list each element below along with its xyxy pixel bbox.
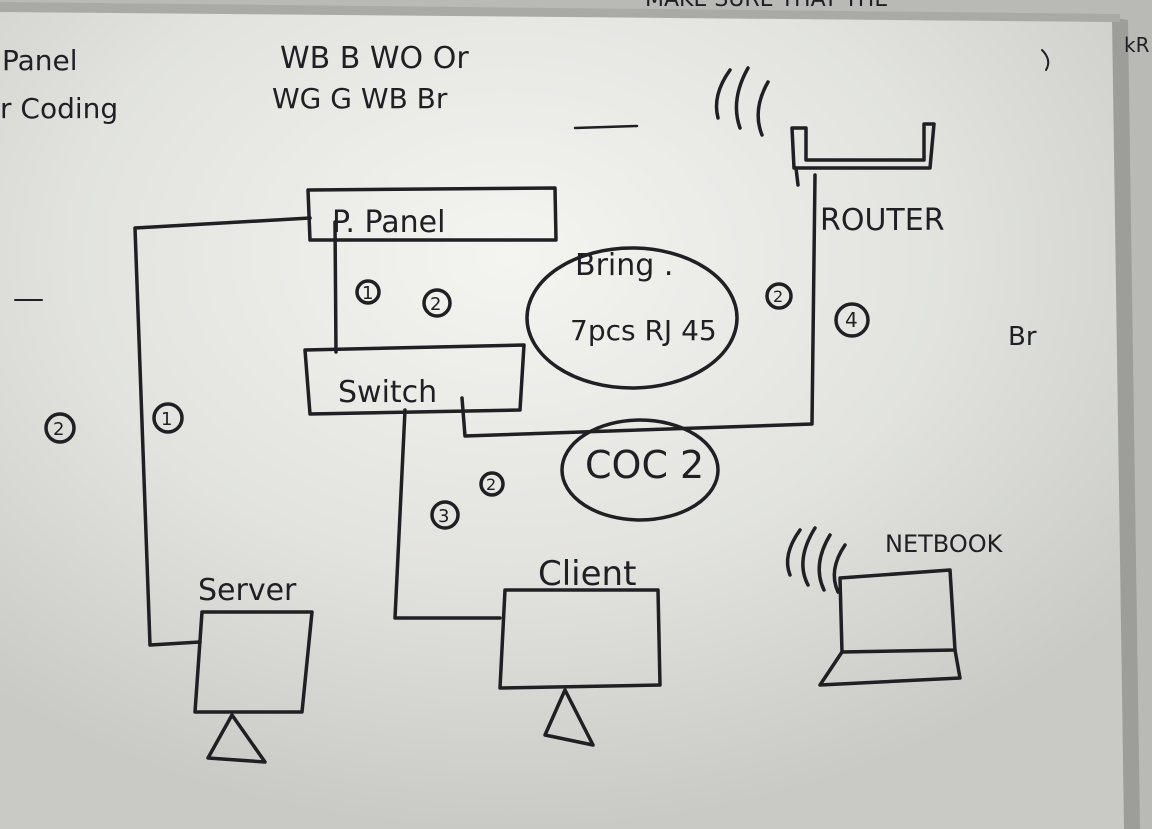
marker-left-1: 1 (161, 409, 172, 430)
bring-line2: 7pcs RJ 45 (570, 314, 717, 347)
marker-circle (355, 279, 381, 305)
marker-circle (765, 282, 793, 310)
coc2-ellipse (560, 418, 720, 522)
patch-panel-label: P. Panel (332, 205, 445, 240)
server-monitor (193, 610, 314, 714)
left-panel-note: Panel (2, 44, 78, 77)
top-scribble: MAKE SURE THAT THE (645, 0, 888, 12)
marker-mid-2: 2 (486, 475, 496, 494)
board-frame-right (1112, 18, 1140, 829)
marker-circle (152, 402, 184, 434)
netbook-label: NETBOOK (885, 530, 1004, 558)
marker-circle (834, 302, 870, 338)
marker-circle (44, 412, 76, 444)
server-stand (206, 713, 267, 764)
marker-circle (422, 288, 452, 318)
bring-line1: Bring . (575, 248, 673, 283)
server-cable (133, 216, 312, 647)
color-code-line1: WB B WO Or (280, 41, 469, 76)
marker-mid-3: 3 (438, 506, 449, 527)
client-stand (543, 688, 595, 747)
client-cable (393, 408, 502, 620)
coc2-label: COC 2 (585, 443, 704, 487)
marker-circle (430, 500, 460, 530)
server-label: Server (198, 573, 297, 608)
router-label: ROUTER (820, 203, 945, 238)
board-frame-top (0, 2, 1120, 22)
br-note: Br (1008, 322, 1037, 352)
marker-router-4: 4 (845, 308, 858, 332)
diagram-lines (14, 49, 1050, 764)
marker-router-2: 2 (773, 287, 783, 306)
router-cable (460, 173, 817, 438)
left-coding-note: r Coding (0, 92, 118, 125)
client-label: Client (538, 554, 636, 594)
color-code-line2: WG G WB Br (272, 82, 448, 115)
panel-to-switch-line (333, 220, 338, 354)
board-surface (0, 10, 1128, 829)
bring-ellipse (525, 246, 739, 390)
right-edge-text: kR (1124, 33, 1150, 57)
switch-label: Switch (338, 375, 437, 410)
marker-panel-2: 2 (430, 294, 441, 315)
handwriting: MAKE SURE THAT THE Panel r Coding WB B W… (0, 0, 1150, 608)
marker-left-2: 2 (53, 419, 64, 440)
netbook-base (818, 648, 962, 687)
marker-panel-1: 1 (362, 283, 373, 304)
marker-circle (479, 471, 505, 497)
patch-panel-box (306, 186, 558, 242)
client-monitor (498, 588, 662, 690)
router-shape (790, 122, 936, 170)
switch-box (303, 343, 526, 416)
